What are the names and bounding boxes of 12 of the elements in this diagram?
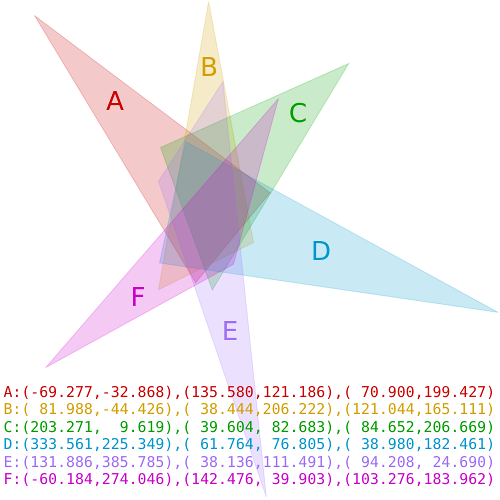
coordinate-text: C:(203.271, 9.619),( 39.604, 82.683),( 84.652,206.669) <box>4 418 496 436</box>
triangle-label: E <box>222 318 238 345</box>
triangle-label: D <box>310 238 331 265</box>
triangle-label: C <box>288 100 308 127</box>
triangle-label: B <box>200 54 218 81</box>
triangle-label: F <box>130 284 146 311</box>
coordinate-text: E:(131.886,385.785),( 38.136,111.491),( 94.208, 24.690) <box>4 454 496 472</box>
coordinate-text: A:(-69.277,-32.868),(135.580,121.186),( 70.900,199.427) <box>4 384 496 402</box>
coordinate-text: D:(333.561,225.349),( 61.764, 76.805),( 38.980,182.461) <box>4 436 496 454</box>
triangle-label: A <box>106 89 124 115</box>
coordinate-text: B:( 81.988,-44.426),( 38.444,206.222),(121.044,165.111) <box>4 401 496 419</box>
coordinate-text: F:(-60.184,274.046),(142.476, 39.903),(103.276,183.962) <box>4 471 496 488</box>
